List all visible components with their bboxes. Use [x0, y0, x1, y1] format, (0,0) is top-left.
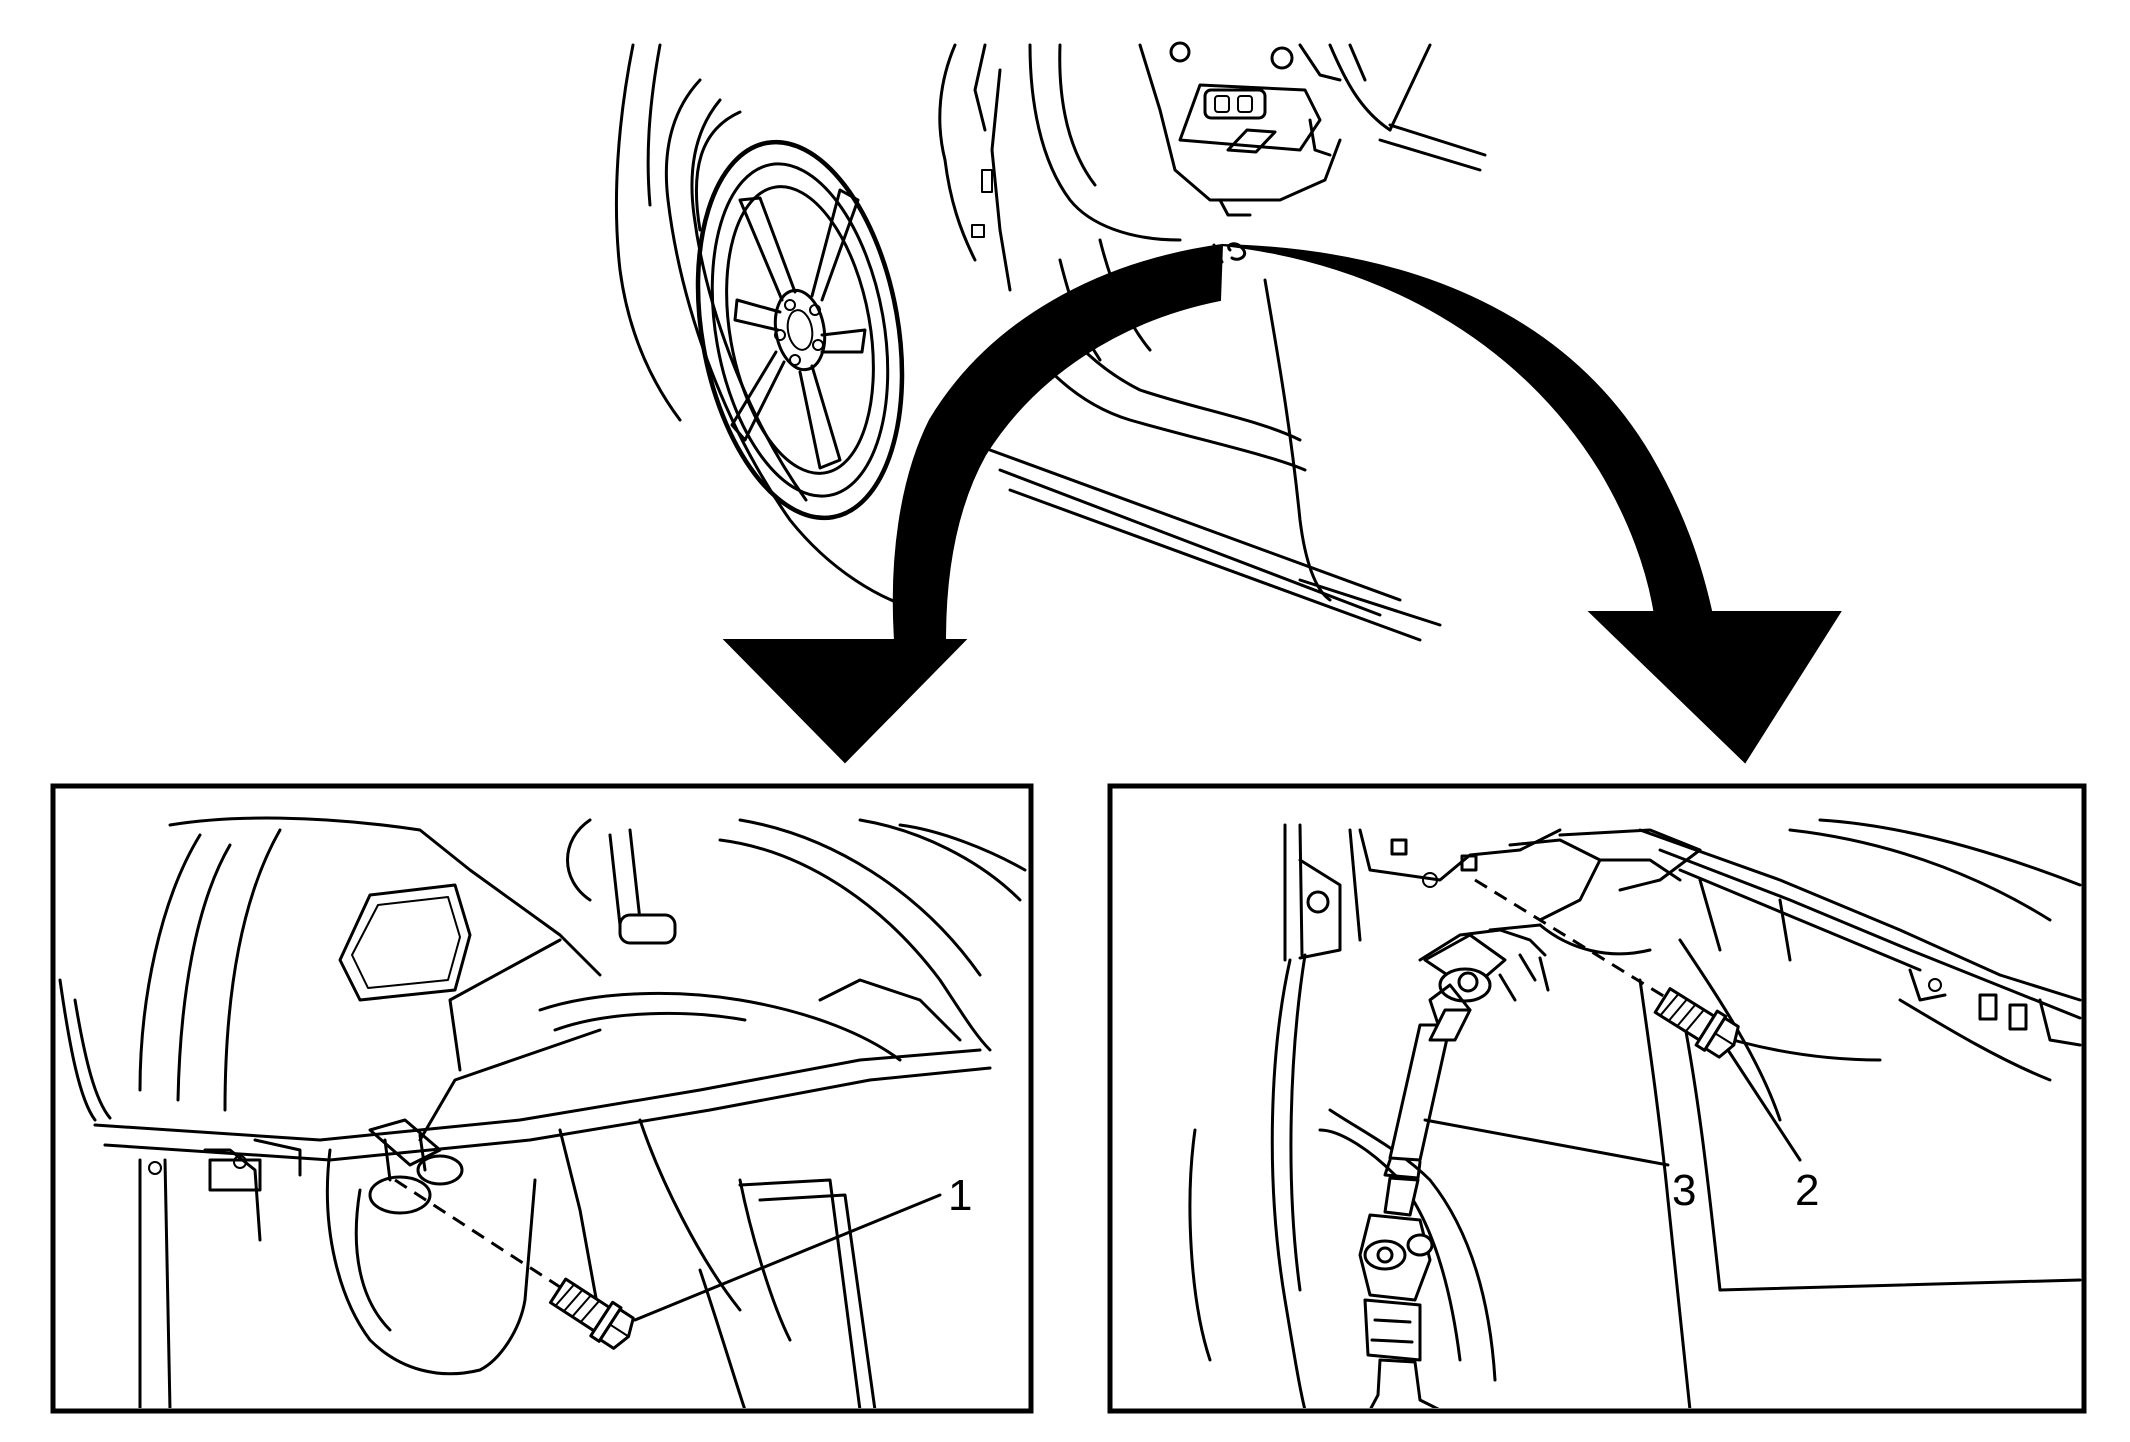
left-detail-frame	[50, 783, 1034, 1414]
bolt-1-alignment-line	[394, 1178, 581, 1302]
left-detail-illustration: 1	[58, 816, 1027, 1408]
right-detail-illustration: 2 3	[1188, 818, 2082, 1408]
bolt-2	[1653, 987, 1740, 1059]
callout-3-leader	[1423, 1118, 1670, 1167]
callout-1: 1	[948, 1171, 972, 1220]
callout-2: 2	[1795, 1166, 1819, 1215]
right-curved-arrow	[1221, 244, 1842, 764]
callout-3: 3	[1672, 1166, 1696, 1215]
callout-2-leader	[1726, 1048, 1802, 1162]
left-curved-arrow	[722, 243, 1224, 764]
callout-1-leader	[633, 1193, 942, 1322]
right-detail-frame	[1107, 783, 2087, 1414]
bolt-2-alignment-line	[1474, 878, 1671, 1002]
bolt-1	[548, 1277, 635, 1350]
